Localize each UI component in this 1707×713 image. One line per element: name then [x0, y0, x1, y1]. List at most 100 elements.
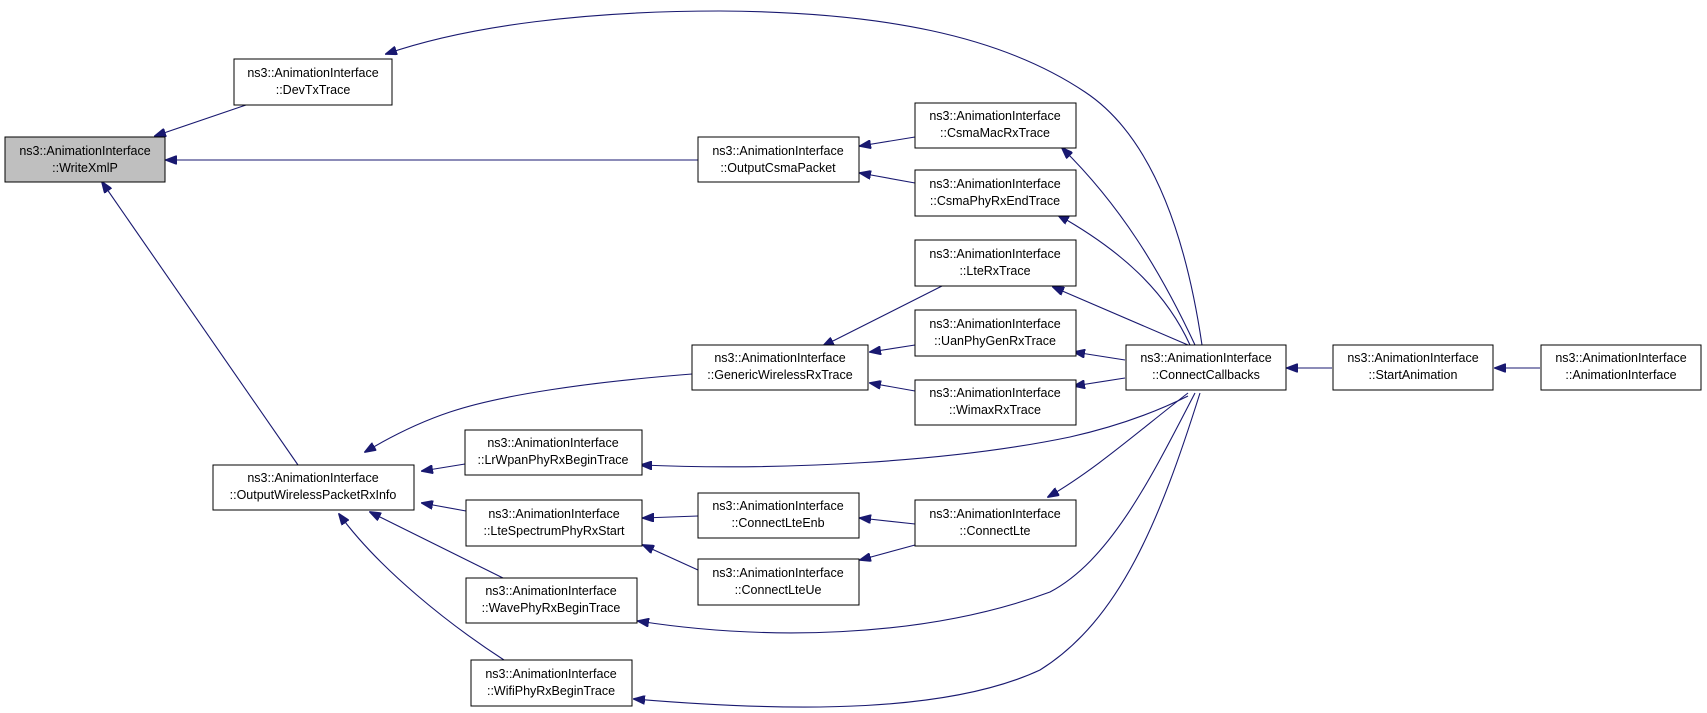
edge-connectlteenb-to-ltespectrumphyrxstart — [643, 516, 699, 518]
node-class-label: ns3::AnimationInterface — [485, 584, 616, 598]
edge-connectcallbacks-to-devtxtrace — [386, 10, 1203, 346]
node-wimaxrxtrace[interactable]: ns3::AnimationInterface ::WimaxRxTrace — [914, 379, 1077, 426]
node-method-label: ::OutputWirelessPacketRxInfo — [230, 488, 397, 502]
node-class-label: ns3::AnimationInterface — [712, 566, 843, 580]
node-method-label: ::ConnectLteUe — [735, 583, 822, 597]
node-box — [914, 102, 1077, 149]
node-method-label: ::WimaxRxTrace — [949, 403, 1041, 417]
node-method-label: ::OutputCsmaPacket — [720, 161, 836, 175]
node-box — [1332, 344, 1494, 391]
node-box — [465, 499, 643, 547]
edge-outputwirelesspacketrxinfo-to-writexmlp — [102, 182, 299, 466]
node-ltespectrumphyrxstart[interactable]: ns3::AnimationInterface ::LteSpectrumPhy… — [465, 499, 643, 547]
edge-lrwpanphyrxbegintrace-to-outputwirelesspacketrxinfo — [422, 463, 466, 471]
edges-layer — [102, 10, 1540, 708]
node-wifiphyrxbegintrace[interactable]: ns3::AnimationInterface ::WifiPhyRxBegin… — [470, 659, 633, 707]
node-class-label: ns3::AnimationInterface — [247, 471, 378, 485]
node-method-label: ::WifiPhyRxBeginTrace — [487, 684, 615, 698]
edge-path — [860, 544, 916, 560]
node-method-label: ::ConnectLteEnb — [731, 516, 824, 530]
node-uanphygenrxtrace[interactable]: ns3::AnimationInterface ::UanPhyGenRxTra… — [914, 309, 1077, 357]
node-method-label: ::LteRxTrace — [959, 264, 1030, 278]
edge-connectcallbacks-to-csmamacrxtrace — [1062, 148, 1196, 346]
edge-path — [860, 136, 916, 146]
edge-connectlteue-to-ltespectrumphyrxstart — [643, 545, 699, 571]
edge-path — [638, 392, 1196, 634]
node-box — [464, 429, 643, 476]
node-connectcallbacks[interactable]: ns3::AnimationInterface ::ConnectCallbac… — [1125, 344, 1287, 391]
edge-path — [1058, 215, 1191, 346]
node-class-label: ns3::AnimationInterface — [488, 507, 619, 521]
edge-path — [1048, 392, 1189, 497]
node-csmamacrxtrace[interactable]: ns3::AnimationInterface ::CsmaMacRxTrace — [914, 102, 1077, 149]
node-class-label: ns3::AnimationInterface — [1555, 351, 1686, 365]
node-box — [691, 344, 869, 391]
node-method-label: ::WriteXmlP — [52, 161, 118, 175]
node-genericwirelessrxtrace[interactable]: ns3::AnimationInterface ::GenericWireles… — [691, 344, 869, 391]
edge-path — [870, 344, 916, 352]
node-box — [914, 309, 1077, 357]
edge-connectcallbacks-to-lterxtrace — [1053, 287, 1189, 346]
node-animationinterface[interactable]: ns3::AnimationInterface ::AnimationInter… — [1540, 344, 1702, 391]
node-connectlteenb[interactable]: ns3::AnimationInterface ::ConnectLteEnb — [697, 492, 860, 539]
edge-path — [643, 545, 699, 571]
node-box — [914, 499, 1077, 547]
edge-connectcallbacks-to-wimaxrxtrace — [1074, 377, 1126, 386]
node-method-label: ::GenericWirelessRxTrace — [707, 368, 852, 382]
node-lrwpanphyrxbegintrace[interactable]: ns3::AnimationInterface ::LrWpanPhyRxBeg… — [464, 429, 643, 476]
edge-path — [1074, 352, 1126, 361]
node-method-label: ::LteSpectrumPhyRxStart — [483, 524, 625, 538]
edge-path — [860, 518, 916, 525]
node-connectlte[interactable]: ns3::AnimationInterface ::ConnectLte — [914, 499, 1077, 547]
edge-path — [370, 512, 504, 579]
node-method-label: ::LrWpanPhyRxBeginTrace — [478, 453, 629, 467]
node-wavephyrxbegintrace[interactable]: ns3::AnimationInterface ::WavePhyRxBegin… — [465, 577, 638, 624]
edge-path — [365, 373, 693, 452]
edge-ltespectrumphyrxstart-to-outputwirelesspacketrxinfo — [422, 503, 467, 512]
node-method-label: ::WavePhyRxBeginTrace — [482, 601, 621, 615]
node-connectlteue[interactable]: ns3::AnimationInterface ::ConnectLteUe — [697, 558, 860, 606]
edge-lterxtrace-to-genericwirelessrxtrace — [823, 285, 943, 346]
edge-genericwirelessrxtrace-to-outputwirelesspacketrxinfo — [365, 373, 693, 452]
node-class-label: ns3::AnimationInterface — [247, 66, 378, 80]
node-box — [1540, 344, 1702, 391]
node-box — [4, 136, 166, 183]
edge-path — [102, 182, 299, 466]
node-csmaphyrxendtrace[interactable]: ns3::AnimationInterface ::CsmaPhyRxEndTr… — [914, 169, 1077, 217]
node-class-label: ns3::AnimationInterface — [929, 507, 1060, 521]
node-class-label: ns3::AnimationInterface — [929, 177, 1060, 191]
node-class-label: ns3::AnimationInterface — [712, 499, 843, 513]
edge-csmamacrxtrace-to-outputcsmapacket — [860, 136, 916, 146]
edge-connectcallbacks-to-wifiphyrxbegintrace — [634, 392, 1201, 708]
node-box — [697, 136, 860, 183]
node-lterxtrace[interactable]: ns3::AnimationInterface ::LteRxTrace — [914, 239, 1077, 287]
node-method-label: ::DevTxTrace — [276, 83, 351, 97]
node-box — [233, 58, 393, 106]
node-method-label: ::AnimationInterface — [1565, 368, 1676, 382]
edge-path — [339, 514, 505, 661]
node-class-label: ns3::AnimationInterface — [487, 436, 618, 450]
node-class-label: ns3::AnimationInterface — [485, 667, 616, 681]
node-outputcsmapacket[interactable]: ns3::AnimationInterface ::OutputCsmaPack… — [697, 136, 860, 183]
node-class-label: ns3::AnimationInterface — [929, 317, 1060, 331]
node-method-label: ::CsmaMacRxTrace — [940, 126, 1050, 140]
node-class-label: ns3::AnimationInterface — [714, 351, 845, 365]
edge-path — [643, 516, 699, 518]
node-outputwirelesspacketrxinfo[interactable]: ns3::AnimationInterface ::OutputWireless… — [212, 464, 415, 511]
edge-connectcallbacks-to-lrwpanphyrxbegintrace — [641, 395, 1189, 467]
node-method-label: ::StartAnimation — [1369, 368, 1458, 382]
edge-path — [823, 285, 943, 346]
edge-path — [1062, 148, 1196, 346]
node-class-label: ns3::AnimationInterface — [929, 386, 1060, 400]
edge-wimaxrxtrace-to-genericwirelessrxtrace — [870, 383, 916, 392]
edge-devtxtrace-to-writexmlp — [155, 104, 247, 136]
edge-path — [641, 395, 1189, 467]
edge-path — [422, 503, 467, 512]
node-startanimation[interactable]: ns3::AnimationInterface ::StartAnimation — [1332, 344, 1494, 391]
node-class-label: ns3::AnimationInterface — [929, 109, 1060, 123]
node-devtxtrace[interactable]: ns3::AnimationInterface ::DevTxTrace — [233, 58, 393, 106]
node-writexmlp[interactable]: ns3::AnimationInterface ::WriteXmlP — [4, 136, 166, 183]
edge-path — [1053, 287, 1189, 346]
edge-path — [422, 463, 466, 471]
